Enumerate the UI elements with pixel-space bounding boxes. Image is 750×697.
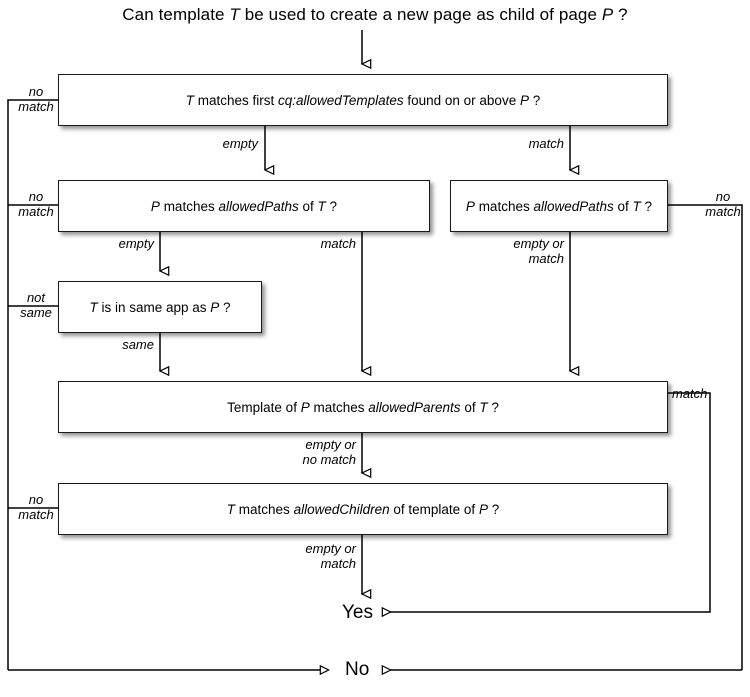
node-allowed-templates-label: T matches first cq:allowedTemplates foun…: [185, 92, 541, 108]
node-allowed-templates[interactable]: T matches first cq:allowedTemplates foun…: [58, 74, 668, 126]
edge-label-children-empty-or-match: empty or match: [305, 541, 356, 571]
node-same-app-label: T is in same app as P ?: [89, 299, 231, 315]
edge-label-templates-empty: empty: [222, 136, 258, 151]
node-allowed-paths-left[interactable]: P matches allowedPaths of T ?: [58, 180, 430, 232]
edge-label-sameapp-not-same: not same: [20, 290, 52, 320]
terminal-yes: Yes: [342, 602, 373, 623]
node-allowed-children[interactable]: T matches allowedChildren of template of…: [58, 483, 668, 535]
node-same-app[interactable]: T is in same app as P ?: [58, 281, 262, 333]
edge-label-paths-right-empty-or-match: empty or match: [513, 236, 564, 266]
edge-label-parents-match: match: [672, 386, 708, 401]
node-allowed-parents-label: Template of P matches allowedParents of …: [227, 399, 499, 415]
node-allowed-parents[interactable]: Template of P matches allowedParents of …: [58, 381, 668, 433]
edge-parents-match-to-yes: [382, 392, 711, 612]
node-allowed-paths-right[interactable]: P matches allowedPaths of T ?: [450, 180, 668, 232]
edge-label-children-no-match: no match: [18, 492, 54, 522]
edge-label-paths-left-match: match: [320, 236, 356, 251]
node-allowed-paths-right-label: P matches allowedPaths of T ?: [465, 198, 653, 214]
diagram-title: Can template T be used to create a new p…: [122, 5, 628, 24]
edge-label-templates-match: match: [528, 136, 564, 151]
edge-label-parents-empty-or-no-match: empty or no match: [302, 437, 356, 467]
terminal-no: No: [345, 659, 370, 680]
edge-label-paths-left-empty: empty: [118, 236, 154, 251]
edge-label-templates-no-match: no match: [18, 84, 54, 114]
edge-label-paths-right-no-match: no match: [705, 189, 741, 219]
edge-label-paths-left-no-match: no match: [18, 189, 54, 219]
edge-label-sameapp-same: same: [122, 337, 154, 352]
node-allowed-children-label: T matches allowedChildren of template of…: [226, 501, 500, 517]
node-allowed-paths-left-label: P matches allowedPaths of T ?: [150, 198, 338, 214]
